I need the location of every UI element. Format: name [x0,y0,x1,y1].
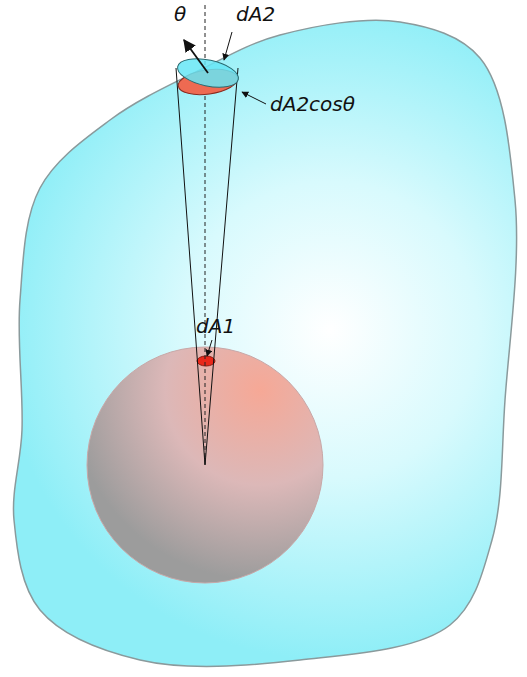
area-element [197,356,215,366]
cone-line [205,68,238,465]
area-label: dA2cosθ [270,94,355,114]
leader-line [207,340,212,356]
normal-arrow [184,40,208,73]
leader-line [224,32,232,60]
angle-label: θ [174,4,186,24]
closed-surface [13,20,516,666]
cone-line [176,68,205,465]
area-label: dA2 [236,4,275,24]
leader-line [242,92,266,104]
area-label: dA1 [196,316,235,336]
